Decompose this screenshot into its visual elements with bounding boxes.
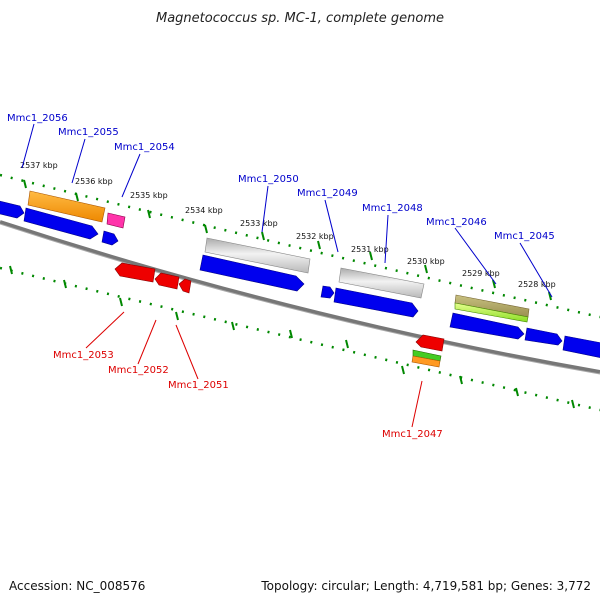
cds-arrow	[562, 335, 600, 358]
forward-label-leaders	[21, 123, 553, 298]
cds-arrow	[199, 254, 305, 292]
kbp-label: 2529 kbp	[462, 269, 500, 278]
cds-arrow	[154, 272, 180, 290]
reverse-label-leaders	[85, 311, 423, 428]
kbp-label: 2531 kbp	[351, 245, 389, 254]
feature-orange	[27, 190, 106, 223]
feature-orange	[411, 355, 441, 368]
cds-arrow	[415, 334, 445, 352]
map-title: Magnetococcus sp. MC-1, complete genome	[156, 11, 444, 26]
feature-green	[454, 302, 529, 323]
kbp-label: 2536 kbp	[75, 177, 113, 186]
gene-label: Mmc1_2050	[238, 174, 299, 185]
gene-label: Mmc1_2052	[108, 365, 169, 376]
forward-cds-track	[0, 200, 600, 358]
cds-arrow	[449, 312, 525, 340]
cds-arrow	[178, 278, 192, 294]
feature-gray	[338, 267, 425, 299]
reverse-tick-ruler	[0, 266, 600, 412]
forward-tick-ruler	[0, 173, 600, 319]
gene-label: Mmc1_2048	[362, 203, 423, 214]
genome-backbone	[0, 220, 600, 374]
cds-arrow	[114, 262, 156, 283]
reverse-major-ticks	[9, 265, 575, 409]
cds-arrow	[23, 207, 99, 240]
feature-gray	[204, 237, 311, 274]
kbp-label: 2533 kbp	[240, 219, 278, 228]
topology-text: Topology: circular; Length: 4,719,581 bp…	[261, 579, 591, 593]
cds-arrow	[320, 285, 335, 299]
cds-arrow	[101, 230, 119, 246]
kbp-label: 2537 kbp	[20, 161, 58, 170]
kbp-label: 2534 kbp	[185, 206, 223, 215]
kbp-label: 2528 kbp	[518, 280, 556, 289]
cds-arrow	[0, 200, 25, 219]
gene-label: Mmc1_2049	[297, 188, 358, 199]
gene-label: Mmc1_2053	[53, 350, 114, 361]
gene-label: Mmc1_2056	[7, 113, 68, 124]
reverse-cds-track	[114, 262, 445, 352]
cds-arrow	[524, 327, 563, 346]
kbp-label: 2530 kbp	[407, 257, 445, 266]
gene-label: Mmc1_2055	[58, 127, 119, 138]
gene-label: Mmc1_2046	[426, 217, 487, 228]
gene-label: Mmc1_2054	[114, 142, 175, 153]
kbp-label: 2535 kbp	[130, 191, 168, 200]
gene-label: Mmc1_2045	[494, 231, 555, 242]
forward-major-ticks	[23, 179, 552, 301]
accession-text: Accession: NC_008576	[9, 579, 146, 593]
feature-magenta	[106, 212, 126, 229]
kbp-label: 2532 kbp	[296, 232, 334, 241]
gene-label: Mmc1_2051	[168, 380, 229, 391]
gene-label: Mmc1_2047	[382, 429, 443, 440]
cds-arrow	[333, 287, 419, 318]
